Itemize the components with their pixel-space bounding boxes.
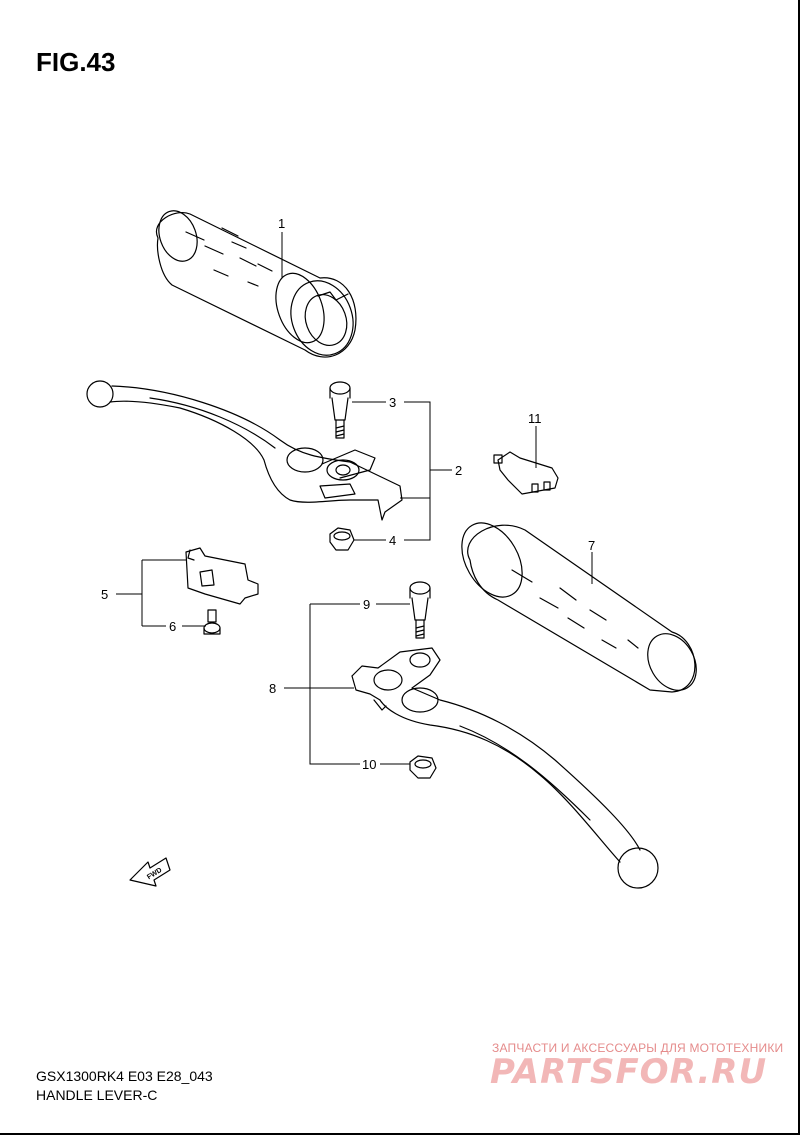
leader-5-bracket: [116, 559, 186, 627]
callout-2: 2: [455, 463, 462, 478]
callout-3: 3: [389, 395, 396, 410]
bolt-upper: [329, 381, 351, 439]
model-code: GSX1300RK4 E03 E28_043: [36, 1068, 213, 1084]
callout-8: 8: [269, 681, 276, 696]
nut-lower: [409, 755, 437, 779]
leader-9-bracket: [309, 603, 410, 765]
callout-1: 1: [278, 216, 285, 231]
throttle-grip: [155, 210, 357, 358]
fwd-arrow-icon: [129, 857, 171, 887]
leader-2-bracket: [400, 401, 452, 541]
bolt-lower: [409, 581, 431, 639]
clutch-lever: [86, 380, 403, 521]
watermark-tagline: ЗАПЧАСТИ И АКСЕССУАРЫ ДЛЯ МОТОТЕХНИКИ: [492, 1041, 784, 1055]
callout-4: 4: [389, 533, 396, 548]
callout-9: 9: [363, 597, 370, 612]
callout-5: 5: [101, 587, 108, 602]
screw-6: [203, 609, 221, 635]
callout-10: 10: [362, 757, 376, 772]
brake-lever: [351, 647, 659, 889]
callout-6: 6: [169, 619, 176, 634]
callout-7: 7: [588, 538, 595, 553]
nut-upper: [329, 527, 355, 551]
diagram-name: HANDLE LEVER-C: [36, 1087, 158, 1103]
figure-title: FIG.43: [36, 47, 116, 77]
callout-11: 11: [528, 411, 542, 426]
switch-11: [493, 451, 559, 495]
left-grip: [461, 522, 697, 693]
switch-bracket-5: [185, 547, 259, 605]
watermark-brand: PARTSFOR.RU: [490, 1052, 768, 1092]
